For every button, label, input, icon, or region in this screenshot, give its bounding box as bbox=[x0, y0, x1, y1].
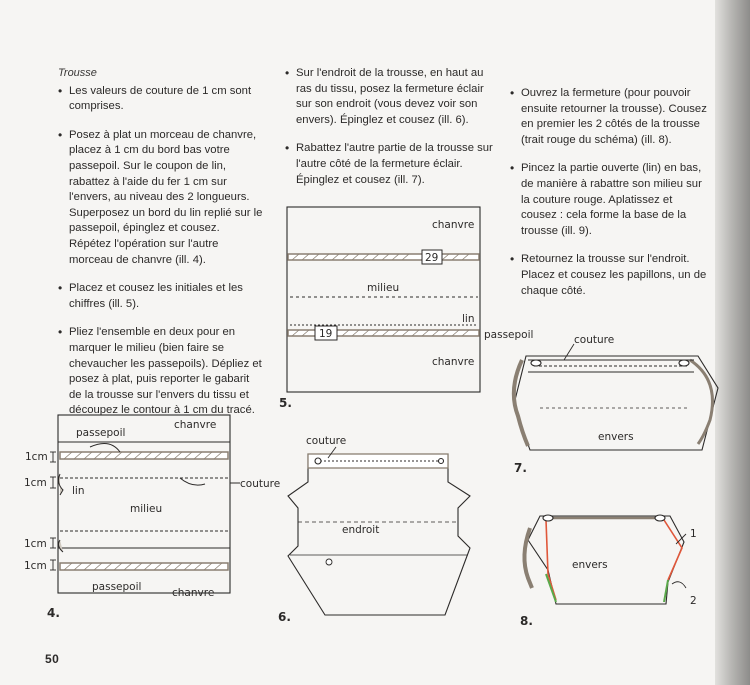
label-passepoil-bottom: passepoil bbox=[92, 581, 141, 593]
label-chanvre-top: chanvre bbox=[174, 419, 216, 431]
instruction-paragraph: Ouvrez la fermeture (pour pouvoir ensuit… bbox=[510, 86, 710, 148]
figure-number-6: 6. bbox=[278, 610, 291, 624]
red-seam-left bbox=[545, 519, 557, 601]
figure-number-8: 8. bbox=[520, 614, 533, 628]
label-1cm-d: 1cm bbox=[24, 560, 47, 572]
figure-6 bbox=[287, 453, 471, 616]
label-envers: envers bbox=[572, 559, 608, 571]
label-1: 1 bbox=[690, 528, 697, 540]
instruction-paragraph: Pincez la partie ouverte (lin) en bas, d… bbox=[510, 161, 710, 239]
instruction-paragraph: Les valeurs de couture de 1 cm sont comp… bbox=[58, 84, 263, 115]
label-milieu: milieu bbox=[367, 282, 399, 294]
initials-tag-b: 19 bbox=[319, 328, 332, 340]
instruction-paragraph: Rabattez l'autre partie de la trousse su… bbox=[285, 141, 495, 188]
red-seam-right bbox=[663, 519, 683, 581]
fabric-outline bbox=[286, 206, 481, 393]
instruction-paragraph: Pliez l'ensemble en deux pour en marquer… bbox=[58, 325, 263, 419]
figure-8 bbox=[522, 514, 687, 605]
label-1cm-c: 1cm bbox=[24, 538, 47, 550]
figure-number-4: 4. bbox=[47, 606, 60, 620]
label-endroit: endroit bbox=[342, 524, 379, 536]
label-passepoil: passepoil bbox=[484, 329, 533, 341]
green-seam-left bbox=[545, 573, 557, 603]
instruction-paragraph: Placez et cousez les initiales et les ch… bbox=[58, 281, 263, 312]
label-chanvre-bottom: chanvre bbox=[432, 356, 474, 368]
initials-tag-a: 29 bbox=[425, 252, 438, 264]
label-chanvre-bottom: chanvre bbox=[172, 587, 214, 599]
pouch-outline bbox=[287, 453, 471, 616]
label-couture: couture bbox=[240, 478, 280, 490]
figure-5: 29 19 chanvre milieu lin passepoil chanv… bbox=[279, 206, 533, 410]
label-1cm-b: 1cm bbox=[24, 477, 47, 489]
label-chanvre-top: chanvre bbox=[432, 219, 474, 231]
label-couture: couture bbox=[574, 334, 614, 346]
label-1cm-a: 1cm bbox=[25, 451, 48, 463]
label-2: 2 bbox=[690, 595, 697, 607]
column-1: Trousse Les valeurs de couture de 1 cm s… bbox=[58, 66, 263, 432]
label-couture: couture bbox=[306, 435, 346, 447]
figure-number-7: 7. bbox=[514, 461, 527, 475]
column-3: Ouvrez la fermeture (pour pouvoir ensuit… bbox=[510, 86, 710, 312]
figure-7 bbox=[511, 355, 719, 451]
section-title: Trousse bbox=[58, 67, 97, 79]
label-passepoil-top: passepoil bbox=[76, 427, 125, 439]
instruction-paragraph: Retournez la trousse sur l'endroit. Plac… bbox=[510, 252, 710, 299]
figure-number-5: 5. bbox=[279, 396, 292, 410]
book-gutter bbox=[715, 0, 750, 685]
instruction-paragraph: Posez à plat un morceau de chanvre, plac… bbox=[58, 128, 263, 268]
label-lin: lin bbox=[462, 313, 475, 325]
pouch-outline bbox=[527, 515, 685, 605]
instruction-paragraph: Sur l'endroit de la trousse, en haut au … bbox=[285, 66, 495, 128]
green-seam-right bbox=[663, 579, 669, 603]
page-number: 50 bbox=[45, 652, 60, 666]
label-milieu: milieu bbox=[130, 503, 162, 515]
fabric-outline bbox=[57, 414, 231, 594]
label-lin: lin bbox=[72, 485, 85, 497]
label-envers: envers bbox=[598, 431, 634, 443]
column-2: Sur l'endroit de la trousse, en haut au … bbox=[285, 66, 495, 201]
